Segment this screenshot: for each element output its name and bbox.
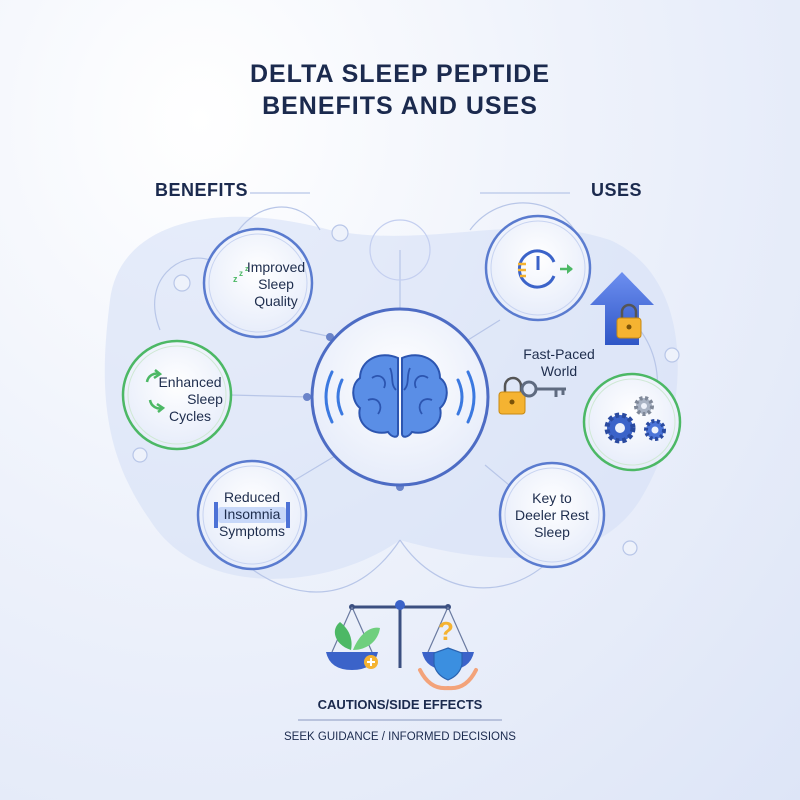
use-node-fast-paced [484,214,592,322]
moon-zzz-icon: z z z [227,266,249,298]
cautions-label: CAUTIONS/SIDE EFFECTS [317,697,483,712]
central-brain-node [310,307,490,487]
use-node-gears [582,372,682,472]
svg-text:z: z [233,274,238,284]
page-title: DELTA SLEEP PEPTIDE BENEFITS AND USES [0,58,800,122]
clock-speed-icon [517,249,573,289]
shield-hands-icon [418,647,478,691]
benefit-node-insomnia [196,459,308,571]
benefit-label-sleep-quality: Improved Sleep Quality [246,259,306,309]
use-label-key-rest: Key to Deeler Rest Sleep [515,490,589,540]
lock-icon [616,303,642,339]
svg-text:z: z [239,269,243,278]
leaf-icon [334,622,380,650]
benefits-heading: BENEFITS [155,180,249,200]
svg-text:z: z [245,266,249,273]
plus-icon [364,655,378,669]
cycle-arrows-icon [145,369,166,413]
gears-icon [604,396,666,444]
wave-icon [324,370,476,424]
brain-icon [352,354,448,438]
svg-text:?: ? [438,616,454,646]
benefit-label-sleep-cycles: Enhanced Sleep Cycles [158,374,223,424]
bed-icon [214,502,290,528]
benefit-label-insomnia: Reduced Insomnia Symptoms [218,489,286,539]
use-node-key-rest [498,461,606,569]
key-icon [498,376,566,415]
benefit-node-sleep-cycles [121,339,233,451]
benefit-node-sleep-quality: z z z [202,227,314,339]
question-mark-icon: ? [438,616,454,646]
uses-heading: USES [591,180,643,200]
use-label-fast-paced: Fast-Paced World [523,346,595,379]
title-line-2: BENEFITS AND USES [262,92,538,120]
guidance-label: SEEK GUIDANCE / INFORMED DECISIONS [284,731,516,743]
title-line-1: DELTA SLEEP PEPTIDE [249,60,551,88]
